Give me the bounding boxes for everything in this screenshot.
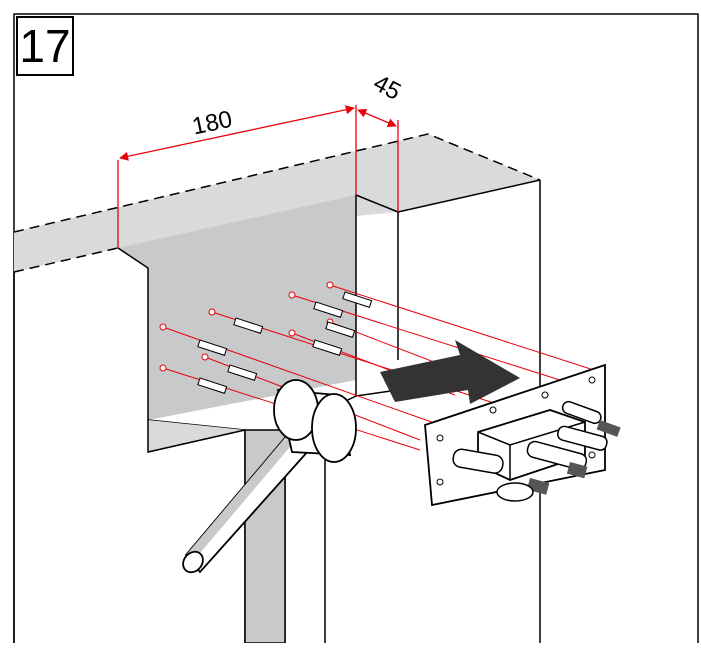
- anchor-plug-icon: [325, 318, 356, 338]
- anchor-plug-icon: [208, 308, 264, 334]
- anchor-plug-icon: [326, 281, 373, 308]
- dimension-45-label: 45: [369, 69, 405, 105]
- insertion-arrow-icon: [380, 340, 520, 404]
- wall-recess: [118, 195, 356, 420]
- anchor-plug-icon: [159, 323, 228, 356]
- wall-top-surface: [14, 134, 540, 272]
- anchor-plug-icon: [288, 291, 344, 318]
- step-number: 17: [16, 16, 74, 76]
- mounting-plate-icon: [424, 363, 621, 507]
- hammer-icon: [182, 379, 357, 574]
- dimension-180: 180: [117, 105, 357, 248]
- anchor-plug-icon: [159, 364, 228, 394]
- anchor-plugs: [159, 281, 373, 394]
- anchor-plug-icon: [288, 329, 343, 356]
- anchor-plug-icon: [201, 353, 258, 381]
